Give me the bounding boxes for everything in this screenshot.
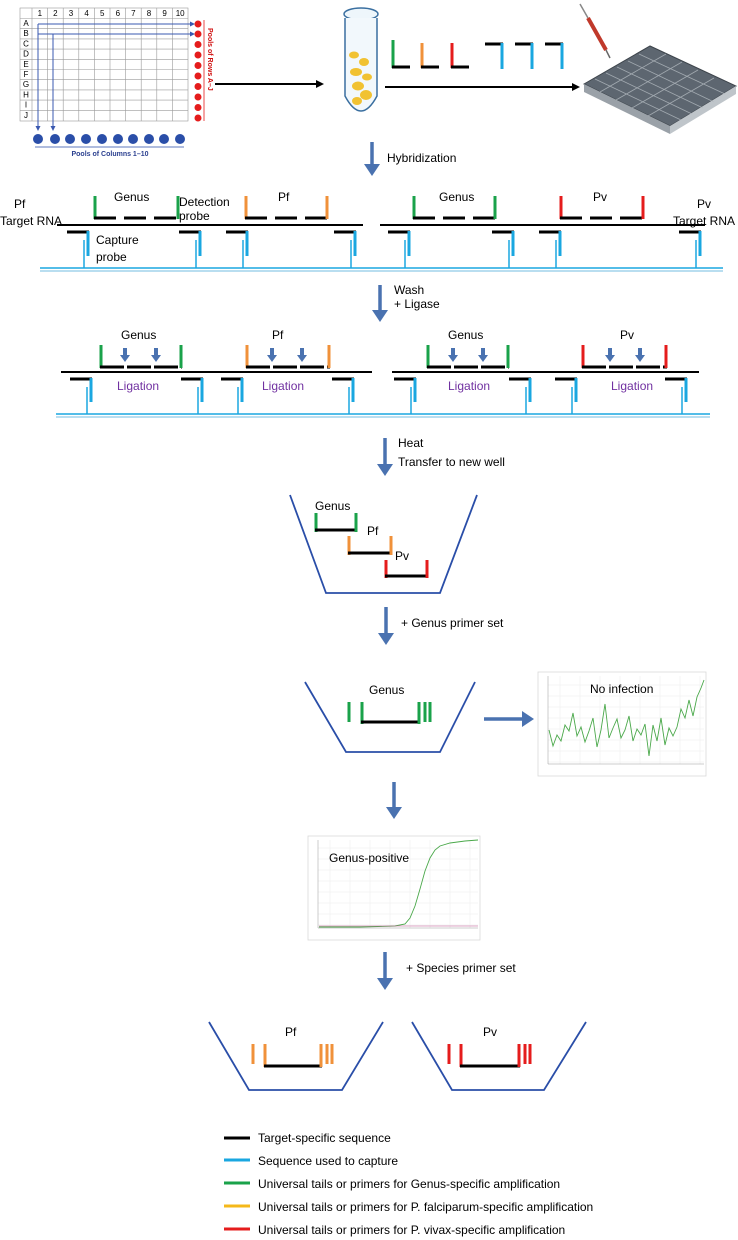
row-pools-label: Pools of Rows A–J xyxy=(206,28,213,91)
legend-item: Target-specific sequence xyxy=(224,1131,391,1145)
no-infection-label: No infection xyxy=(590,682,653,696)
col-label: 3 xyxy=(69,9,74,18)
genus-positive-label: Genus-positive xyxy=(329,851,409,865)
row-label: I xyxy=(25,101,27,110)
step-genus-primer: + Genus primer set xyxy=(378,607,504,645)
row-label: A xyxy=(23,19,29,28)
ligation-label: Ligation xyxy=(117,379,159,393)
step-hybridization: Hybridization xyxy=(364,142,456,176)
pf-probe-label: Pf xyxy=(278,190,290,204)
pf-species-well: Pf xyxy=(208,1021,384,1091)
step-species-primer: + Species primer set xyxy=(377,952,516,990)
pooling-arrows xyxy=(35,21,195,131)
lig-pv-label: Pv xyxy=(620,328,634,342)
genus-label-right: Genus xyxy=(439,190,474,204)
transfer-pv-label: Pv xyxy=(395,549,409,563)
legend-label: Universal tails or primers for Genus-spe… xyxy=(258,1177,560,1191)
col-label: 6 xyxy=(116,9,121,18)
ligation-label: Ligation xyxy=(262,379,304,393)
col-label: 10 xyxy=(176,9,185,18)
pf-well-label: Pf xyxy=(285,1025,297,1039)
microplate-icon xyxy=(582,45,738,134)
legend-item: Sequence used to capture xyxy=(224,1154,398,1168)
legend-label: Universal tails or primers for P. falcip… xyxy=(258,1200,593,1214)
transfer-genus-label: Genus xyxy=(315,499,350,513)
detection-probe-label: probe xyxy=(179,209,210,223)
target-rna-left-label: Target RNA xyxy=(0,214,62,228)
capture-probe-label: probe xyxy=(96,250,127,264)
legend-label: Sequence used to capture xyxy=(258,1154,398,1168)
grid-row-labels: A B C D E F G H I J xyxy=(23,19,29,120)
test-tube-icon xyxy=(343,7,379,112)
col-label: 9 xyxy=(162,9,167,18)
lig-genus-left-label: Genus xyxy=(121,328,156,342)
transfer-well: Genus Pf Pv xyxy=(289,494,478,594)
col-label: 5 xyxy=(100,9,105,18)
no-infection-chart: No infection xyxy=(537,671,707,777)
lig-pf-label: Pf xyxy=(272,328,284,342)
lig-genus-right-label: Genus xyxy=(448,328,483,342)
ligase-label: + Ligase xyxy=(394,297,440,311)
species-primer-label: + Species primer set xyxy=(406,961,516,975)
genus-well: Genus xyxy=(304,681,476,753)
genus-label-left: Genus xyxy=(114,190,149,204)
genus-well-label: Genus xyxy=(369,683,404,697)
column-pool-dots xyxy=(33,134,185,144)
col-label: 7 xyxy=(131,9,136,18)
pv-well-label: Pv xyxy=(483,1025,497,1039)
legend-item: Universal tails or primers for Genus-spe… xyxy=(224,1177,560,1191)
pooling-grid: 1 2 3 4 5 6 7 8 9 10 A B C D E F G H I J xyxy=(19,7,213,158)
column-pools-label: Pools of Columns 1–10 xyxy=(71,151,148,158)
pv-target-label: Pv xyxy=(697,197,711,211)
genus-positive-chart: Genus-positive xyxy=(307,835,481,941)
row-label: B xyxy=(23,29,28,38)
transfer-label: Transfer to new well xyxy=(398,455,505,469)
genus-primer-label: + Genus primer set xyxy=(401,616,504,630)
pv-probe-label: Pv xyxy=(593,190,607,204)
heat-label: Heat xyxy=(398,436,424,450)
step-heat-transfer: Heat Transfer to new well xyxy=(377,436,505,476)
col-label: 8 xyxy=(147,9,152,18)
wash-label: Wash xyxy=(394,283,424,297)
pv-species-well: Pv xyxy=(411,1021,587,1091)
detection-label: Detection xyxy=(179,195,230,209)
ligation-label: Ligation xyxy=(448,379,490,393)
col-label: 1 xyxy=(38,9,43,18)
row-label: C xyxy=(23,39,29,48)
pf-target-label: Pf xyxy=(14,197,26,211)
transfer-pf-label: Pf xyxy=(367,524,379,538)
legend-label: Target-specific sequence xyxy=(258,1131,391,1145)
step-wash-ligase: Wash + Ligase xyxy=(372,283,440,322)
hybridization-panel: Pf Target RNA Genus Detection probe Pf G… xyxy=(0,190,735,272)
row-label: F xyxy=(24,70,29,79)
genus-to-chart-arrow xyxy=(484,711,534,727)
row-label: G xyxy=(23,80,29,89)
hybridization-label: Hybridization xyxy=(387,151,456,165)
ligation-label: Ligation xyxy=(611,379,653,393)
legend: Target-specific sequence Sequence used t… xyxy=(224,1131,593,1237)
grid-column-labels: 1 2 3 4 5 6 7 8 9 10 xyxy=(38,9,186,18)
legend-label: Universal tails or primers for P. vivax-… xyxy=(258,1223,565,1237)
pipette-icon xyxy=(579,3,611,59)
legend-item: Universal tails or primers for P. vivax-… xyxy=(224,1223,565,1237)
col-label: 4 xyxy=(84,9,89,18)
ligation-panel: Genus Pf Genus Pv xyxy=(56,328,710,418)
grid-lines xyxy=(19,7,189,122)
row-label: E xyxy=(23,60,28,69)
genus-to-positive-arrow xyxy=(386,782,402,819)
row-label: H xyxy=(23,90,29,99)
capture-label: Capture xyxy=(96,233,139,247)
legend-item: Universal tails or primers for P. falcip… xyxy=(224,1200,593,1214)
ligase-arrows xyxy=(120,348,645,362)
row-label: J xyxy=(24,111,28,120)
row-pool-dots xyxy=(194,20,202,122)
col-label: 2 xyxy=(53,9,58,18)
probe-icons xyxy=(391,40,564,69)
row-label: D xyxy=(23,50,29,59)
